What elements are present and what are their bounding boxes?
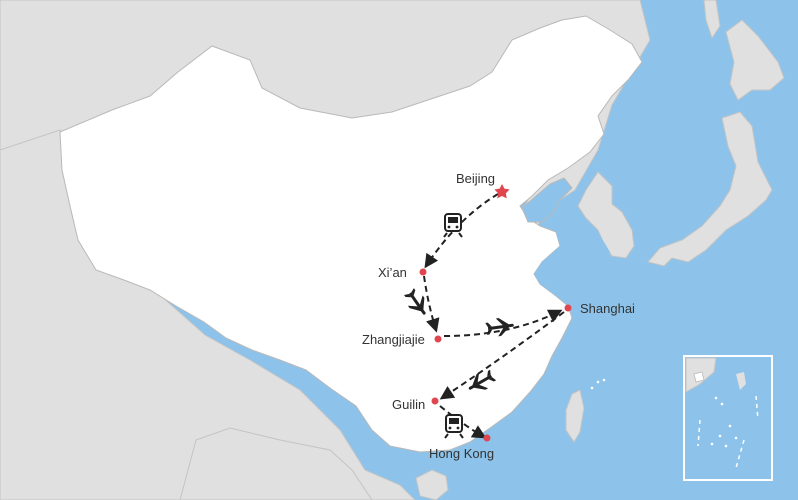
south-china-sea-inset [683,355,773,481]
coastal-islands [590,378,606,390]
korea-land [577,171,635,259]
guilin-dot-marker [431,397,439,405]
sakhalin-land [703,0,721,40]
route-xian-zhangjiajie [423,275,440,333]
city-label-zhangjiajie: Zhangjiajie [362,332,425,347]
japan-land [647,111,773,267]
city-label-beijing: Beijing [456,171,495,186]
southeast-asia-land [179,427,373,500]
beijing-star-marker [494,184,510,199]
japan-north-land [725,19,785,101]
city-label-shanghai: Shanghai [580,301,635,316]
city-label-hongkong: Hong Kong [429,446,494,461]
zhangjiajie-dot-marker [434,335,442,343]
route-beijing-xian [424,193,499,269]
city-label-guilin: Guilin [392,397,425,412]
hongkong-dot-marker [483,434,491,442]
city-label-xian: Xi’an [378,265,407,280]
bohai-sea [521,177,573,223]
hainan-island [415,469,449,500]
route-guilin-hongkong [439,405,487,439]
xian-dot-marker [419,268,427,276]
yellow-sea-coast [534,226,610,306]
shanghai-dot-marker [564,304,572,312]
taiwan-island [565,389,585,443]
route-shanghai-guilin [439,311,565,400]
